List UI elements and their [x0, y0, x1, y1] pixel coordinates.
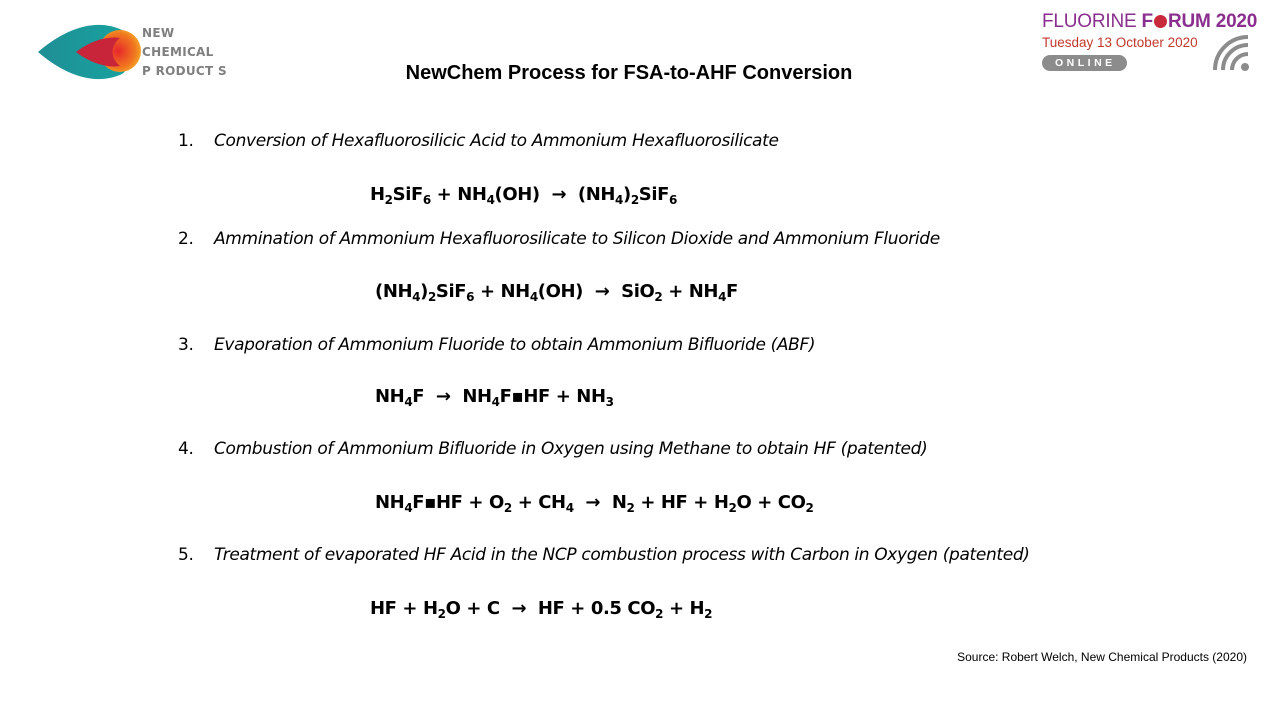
forum-o-dot-icon [1153, 15, 1167, 28]
step-number: 1. [178, 131, 194, 151]
forum-title-part3: RUM 2020 [1167, 11, 1258, 32]
step-text: Combustion of Ammonium Bifluoride in Oxy… [214, 439, 928, 459]
logo-line-3: P RODUCT S [142, 64, 227, 78]
logo-line-1: NEW [142, 26, 175, 40]
forum-title-part2: F [1141, 11, 1154, 32]
online-badge: ONLINE [1042, 55, 1127, 71]
equation-3: NH4F → NH4F▪HF + NH3 [375, 386, 614, 409]
step-5: 5. Treatment of evaporated HF Acid in the… [178, 545, 1030, 565]
source-citation: Source: Robert Welch, New Chemical Produ… [957, 650, 1247, 664]
step-4: 4. Combustion of Ammonium Bifluoride in O… [178, 439, 928, 459]
step-text: Conversion of Hexafluorosilicic Acid to … [214, 131, 779, 151]
step-number: 2. [178, 229, 194, 249]
equation-1: H2SiF6 + NH4(OH) → (NH4)2SiF6 [370, 184, 677, 207]
step-2: 2. Ammination of Ammonium Hexafluorosilic… [178, 229, 940, 249]
forum-title: FLUORINE F RUM 2020 [1042, 10, 1262, 34]
forum-title-part1: FLUORINE [1042, 11, 1142, 32]
step-text: Treatment of evaporated HF Acid in the N… [214, 545, 1030, 565]
step-3: 3. Evaporation of Ammonium Fluoride to ob… [178, 335, 816, 355]
step-text: Evaporation of Ammonium Fluoride to obta… [214, 335, 816, 355]
step-number: 4. [178, 439, 194, 459]
page-title: NewChem Process for FSA-to-AHF Conversio… [405, 62, 853, 84]
equation-5: HF + H2O + C → HF + 0.5 CO2 + H2 [370, 598, 713, 621]
ncp-logo-text: NEW CHEMICAL P RODUCT S [142, 24, 227, 81]
step-text: Ammination of Ammonium Hexafluorosilicat… [214, 229, 940, 249]
ncp-logo: NEW CHEMICAL P RODUCT S [36, 20, 227, 84]
ncp-logo-mark-icon [38, 24, 141, 80]
logo-line-2: CHEMICAL [142, 45, 214, 59]
step-1: 1. Conversion of Hexafluorosilicic Acid t… [178, 131, 779, 151]
step-number: 3. [178, 335, 194, 355]
forum-date: Tuesday 13 October 2020 [1042, 35, 1198, 50]
equation-4: NH4F▪HF + O2 + CH4 → N2 + HF + H2O + CO2 [375, 492, 814, 515]
wifi-signal-icon [1213, 35, 1249, 71]
equation-2: (NH4)2SiF6 + NH4(OH) → SiO2 + NH4F [375, 281, 738, 304]
fluorine-forum-logo: FLUORINE F RUM 2020 Tuesday 13 October 20… [1042, 10, 1262, 76]
step-number: 5. [178, 545, 194, 565]
